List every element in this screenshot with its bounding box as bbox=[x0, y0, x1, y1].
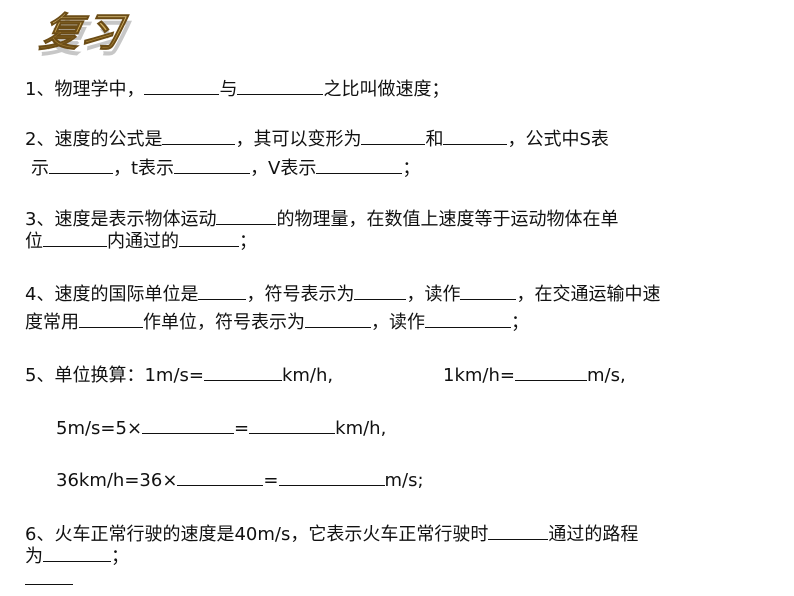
q3-text-a: 3、速度是表示物体运动 bbox=[25, 209, 217, 230]
q6-blank-3[interactable] bbox=[25, 568, 73, 585]
q4-text-h: ； bbox=[511, 312, 529, 333]
q2-blank-1[interactable] bbox=[162, 128, 236, 145]
q4-blank-3[interactable] bbox=[460, 283, 517, 300]
q6-text-c: 为 bbox=[25, 546, 43, 567]
question-6-line-1: 6、火车正常行驶的速度是40m/s，它表示火车正常行驶时 通过的路程 bbox=[25, 523, 638, 546]
q6-text-d: ； bbox=[111, 546, 129, 567]
q2-text-d: ，公式中S表 bbox=[507, 129, 609, 150]
q2-blank-3[interactable] bbox=[443, 128, 508, 145]
q5-text-d: m/s, bbox=[586, 365, 626, 386]
q1-text-b: 与 bbox=[219, 79, 238, 100]
q2-blank-5[interactable] bbox=[174, 157, 251, 174]
q5-text-f: = bbox=[234, 418, 250, 439]
q2-blank-2[interactable] bbox=[361, 128, 426, 145]
q5-blank-3[interactable] bbox=[142, 417, 235, 434]
q4-text-b: ，符号表示为 bbox=[246, 284, 355, 305]
question-6-line-3 bbox=[25, 568, 73, 591]
q5-text-b: km/h, bbox=[281, 365, 334, 386]
q5-text-a: 5、单位换算：1m/s= bbox=[25, 365, 204, 386]
q4-blank-6[interactable] bbox=[425, 311, 511, 328]
q4-text-e: 度常用 bbox=[25, 312, 79, 333]
q5-blank-4[interactable] bbox=[249, 417, 336, 434]
q1-text-a: 1、物理学中， bbox=[25, 79, 145, 100]
question-3-line-1: 3、速度是表示物体运动 的物理量，在数值上速度等于运动物体在单 bbox=[25, 208, 618, 231]
q5-blank-6[interactable] bbox=[278, 469, 385, 486]
q2-text-b: ，其可以变形为 bbox=[235, 129, 362, 150]
q2-text-e: 示 bbox=[31, 158, 49, 179]
q6-blank-2[interactable] bbox=[43, 545, 111, 562]
q3-text-b: 的物理量，在数值上速度等于运动物体在单 bbox=[276, 209, 619, 230]
question-5-line-1: 5、单位换算：1m/s= km/h, bbox=[25, 364, 333, 387]
q5-blank-2[interactable] bbox=[514, 364, 587, 381]
q3-blank-3[interactable] bbox=[179, 230, 239, 247]
q3-blank-1[interactable] bbox=[216, 208, 277, 225]
q2-text-a: 2、速度的公式是 bbox=[25, 129, 163, 150]
q5-text-c: 1km/h= bbox=[443, 365, 515, 386]
q5-blank-5[interactable] bbox=[177, 469, 264, 486]
q4-blank-2[interactable] bbox=[354, 283, 407, 300]
q4-text-a: 4、速度的国际单位是 bbox=[25, 284, 199, 305]
question-3-line-2: 位 内通过的 ； bbox=[25, 230, 257, 253]
question-5-line-3: 36km/h=36× = m/s; bbox=[56, 469, 424, 492]
review-title-wordart: 复习 复习 bbox=[36, 8, 134, 58]
question-1: 1、物理学中， 与 之比叫做速度； bbox=[25, 78, 449, 101]
q2-blank-6[interactable] bbox=[316, 157, 403, 174]
question-5-line-2: 5m/s=5× = km/h, bbox=[56, 417, 386, 440]
question-4-line-2: 度常用 作单位，符号表示为 ，读作 ； bbox=[25, 311, 529, 334]
q2-text-c: 和 bbox=[425, 129, 444, 150]
q4-text-d: ，在交通运输中速 bbox=[516, 284, 661, 305]
q3-text-e: ； bbox=[239, 231, 257, 252]
q3-text-d: 内通过的 bbox=[107, 231, 179, 252]
q4-text-g: ，读作 bbox=[371, 312, 425, 333]
q5-text-g: km/h, bbox=[335, 418, 387, 439]
q2-text-g: ，V表示 bbox=[250, 158, 317, 179]
q5-text-i: = bbox=[263, 470, 279, 491]
q2-text-f: ，t表示 bbox=[113, 158, 175, 179]
q3-text-c: 位 bbox=[25, 231, 43, 252]
q1-blank-1[interactable] bbox=[144, 78, 220, 95]
q1-blank-2[interactable] bbox=[237, 78, 324, 95]
q2-text-h: ； bbox=[402, 158, 421, 179]
q4-blank-5[interactable] bbox=[305, 311, 371, 328]
q4-text-f: 作单位，符号表示为 bbox=[143, 312, 305, 333]
q3-blank-2[interactable] bbox=[43, 230, 107, 247]
q5-blank-1[interactable] bbox=[203, 364, 282, 381]
title-text: 复习 bbox=[37, 8, 132, 55]
question-5-line-1b: 1km/h= m/s, bbox=[443, 364, 626, 387]
question-2-line-1: 2、速度的公式是 ，其可以变形为 和 ，公式中S表 bbox=[25, 128, 609, 151]
question-4-line-1: 4、速度的国际单位是 ，符号表示为 ，读作 ，在交通运输中速 bbox=[25, 283, 660, 306]
q5-text-h: 36km/h=36× bbox=[56, 470, 178, 491]
q6-text-a: 6、火车正常行驶的速度是40m/s，它表示火车正常行驶时 bbox=[25, 524, 489, 545]
q4-blank-1[interactable] bbox=[198, 283, 247, 300]
question-2-line-2: 示 ，t表示 ，V表示 ； bbox=[31, 157, 420, 180]
q1-text-c: 之比叫做速度； bbox=[323, 79, 450, 100]
q5-text-j: m/s; bbox=[384, 470, 424, 491]
title-shadow: 复习 bbox=[39, 14, 134, 58]
q4-blank-4[interactable] bbox=[79, 311, 143, 328]
q4-text-c: ，读作 bbox=[406, 284, 461, 305]
q6-text-b: 通过的路程 bbox=[548, 524, 639, 545]
q5-text-e: 5m/s=5× bbox=[56, 418, 143, 439]
q6-blank-1[interactable] bbox=[488, 523, 549, 540]
q2-blank-4[interactable] bbox=[49, 157, 113, 174]
question-6-line-2: 为； bbox=[25, 545, 129, 568]
